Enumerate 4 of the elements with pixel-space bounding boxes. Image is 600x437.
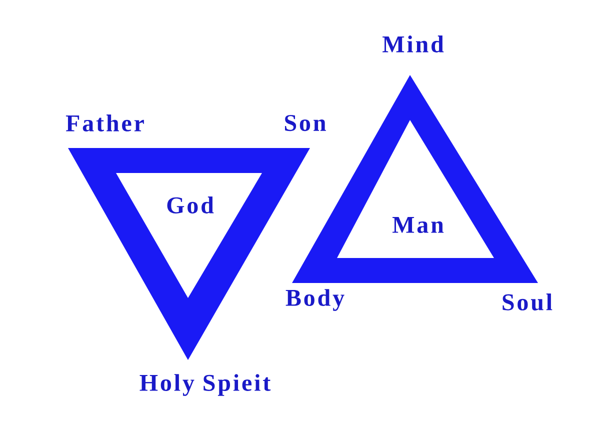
corner-label: Mind [382,36,444,52]
corner-label: Body [286,289,344,311]
corner-label: Son [285,114,326,132]
corner-label: Soul [502,294,552,310]
